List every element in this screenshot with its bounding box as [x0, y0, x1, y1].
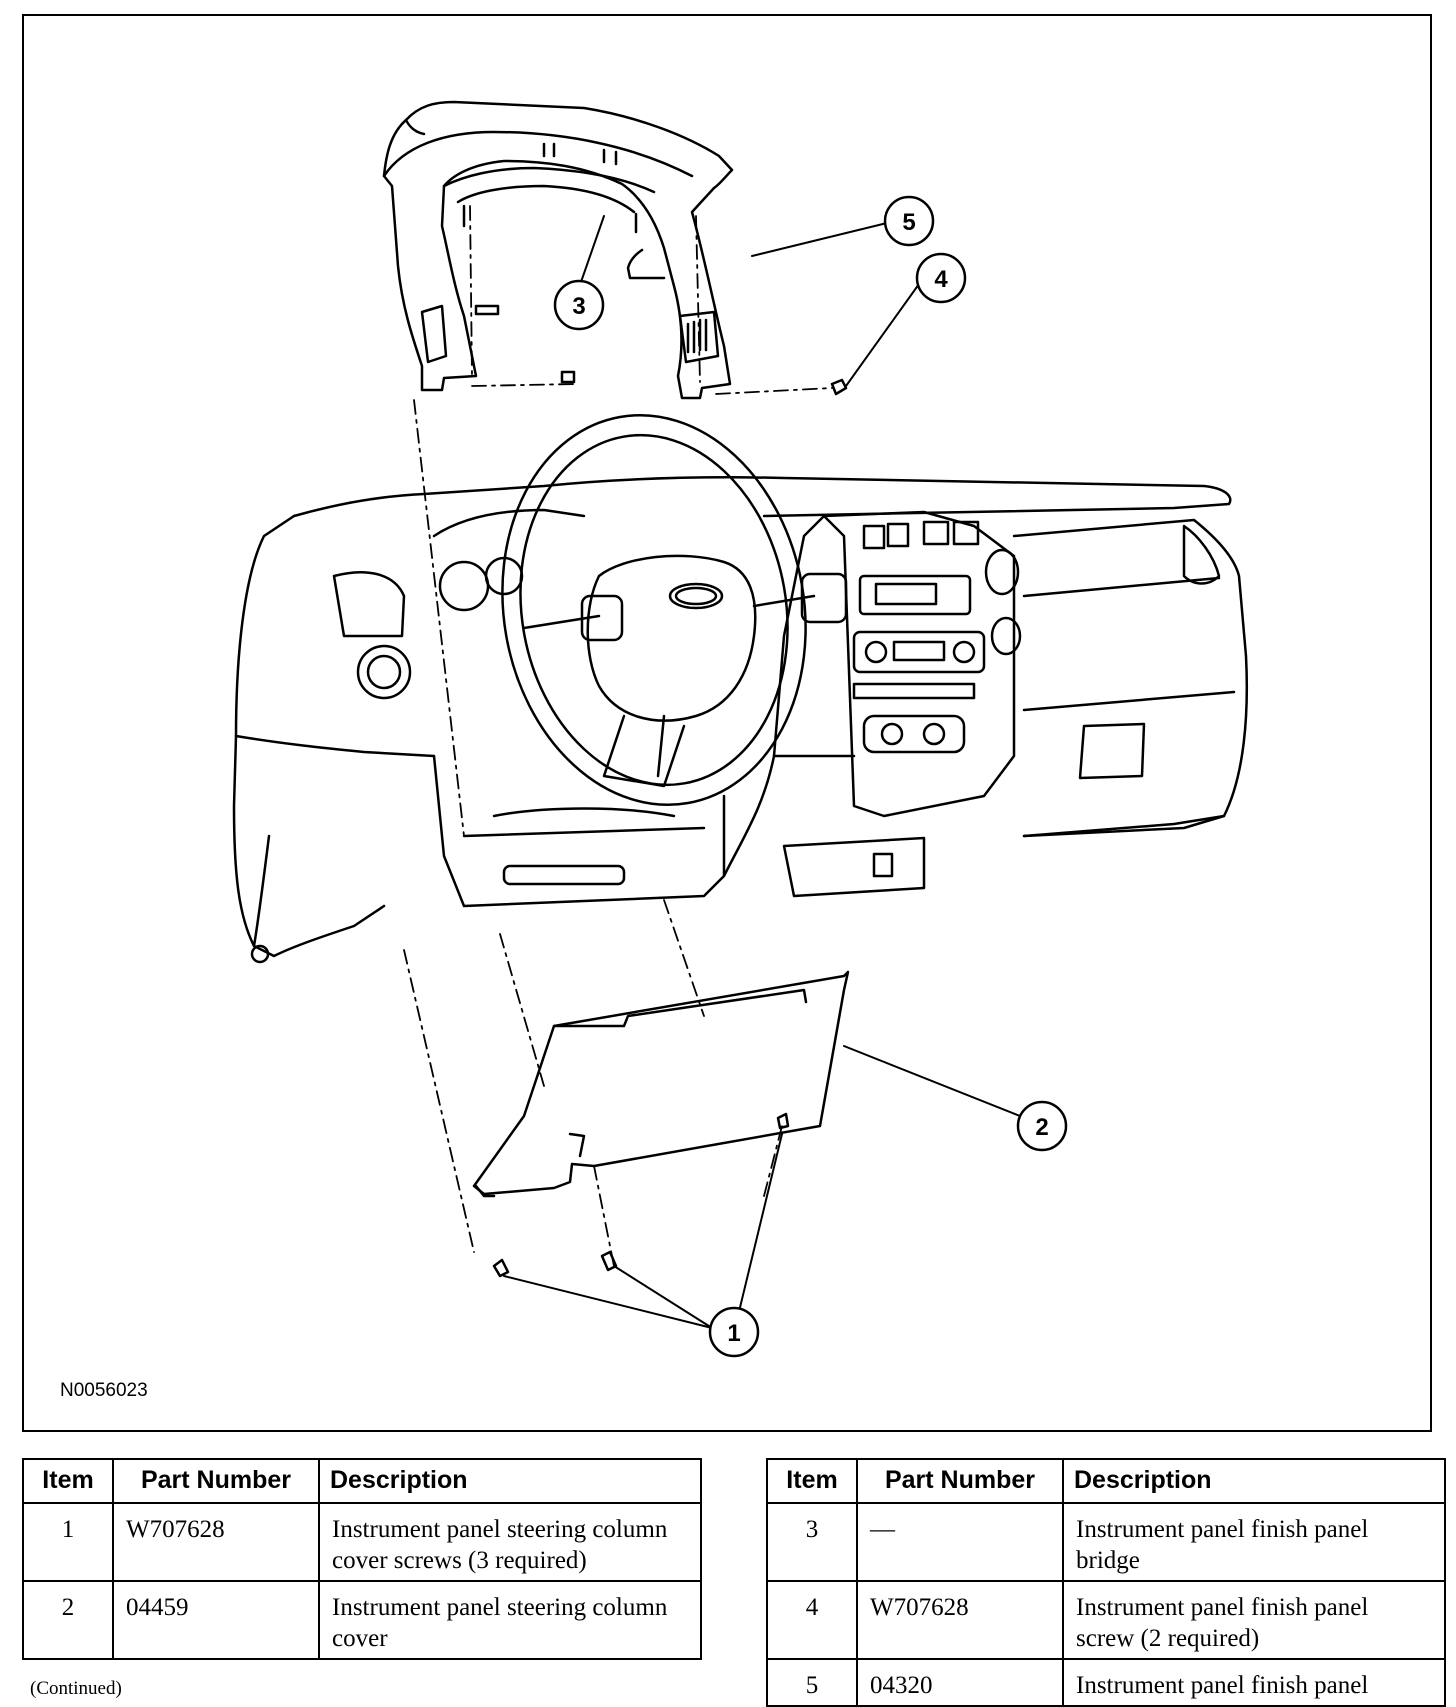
- item-cell: 5: [766, 1658, 858, 1707]
- table-row: 1 W707628 Instrument panel steering colu…: [22, 1502, 702, 1582]
- callout-3: 3: [553, 279, 605, 331]
- header-part-number: Part Number: [112, 1458, 320, 1504]
- part-number-cell: 04459: [112, 1580, 320, 1660]
- exploded-view-figure: 5 4 3 2 1 N0056023: [22, 14, 1432, 1432]
- figure-id: N0056023: [60, 1380, 148, 1401]
- description-cell: Instrument panel finish panel: [1062, 1658, 1446, 1707]
- parts-table-right: Item Part Number Description 3 — Instrum…: [766, 1458, 1446, 1707]
- part-number-cell: —: [856, 1502, 1064, 1582]
- screws: [492, 370, 848, 1278]
- item-cell: 4: [766, 1580, 858, 1660]
- table-header-row: Item Part Number Description: [766, 1458, 1446, 1504]
- callout-5-label: 5: [902, 209, 915, 236]
- table-row: 4 W707628 Instrument panel finish panel …: [766, 1580, 1446, 1660]
- instrument-panel-drawing: [232, 413, 1249, 964]
- part-number-cell: W707628: [112, 1502, 320, 1582]
- callout-1-label: 1: [727, 1320, 740, 1347]
- callout-4-label: 4: [934, 266, 948, 293]
- part-number-cell: 04320: [856, 1658, 1064, 1707]
- table-row: 2 04459 Instrument panel steering column…: [22, 1580, 702, 1660]
- header-description: Description: [1062, 1458, 1446, 1504]
- diagram-drawing: 5 4 3 2 1: [232, 100, 1249, 1358]
- callout-3-label: 3: [572, 293, 585, 320]
- callout-2: 2: [1016, 1100, 1068, 1152]
- table-row: 5 04320 Instrument panel finish panel: [766, 1658, 1446, 1707]
- table-header-row: Item Part Number Description: [22, 1458, 702, 1504]
- table-row: 3 — Instrument panel finish panel bridge: [766, 1502, 1446, 1582]
- item-cell: 1: [22, 1502, 114, 1582]
- finish-panel-drawing: [382, 100, 734, 400]
- header-part-number: Part Number: [856, 1458, 1064, 1504]
- header-description: Description: [318, 1458, 702, 1504]
- item-cell: 3: [766, 1502, 858, 1582]
- assembly-lines: [403, 205, 833, 1267]
- description-cell: Instrument panel finish panel screw (2 r…: [1062, 1580, 1446, 1660]
- parts-table-left: Item Part Number Description 1 W707628 I…: [22, 1458, 702, 1660]
- item-cell: 2: [22, 1580, 114, 1660]
- column-cover-drawing: [472, 970, 850, 1198]
- callout-2-label: 2: [1035, 1114, 1048, 1141]
- callout-4: 4: [915, 252, 967, 304]
- callout-5: 5: [883, 195, 935, 247]
- continued-note: (Continued): [30, 1678, 122, 1699]
- header-item: Item: [766, 1458, 858, 1504]
- description-cell: Instrument panel steering column cover s…: [318, 1502, 702, 1582]
- part-number-cell: W707628: [856, 1580, 1064, 1660]
- description-cell: Instrument panel finish panel bridge: [1062, 1502, 1446, 1582]
- header-item: Item: [22, 1458, 114, 1504]
- description-cell: Instrument panel steering column cover: [318, 1580, 702, 1660]
- callout-1: 1: [708, 1306, 760, 1358]
- leader-lines: [503, 215, 1021, 1329]
